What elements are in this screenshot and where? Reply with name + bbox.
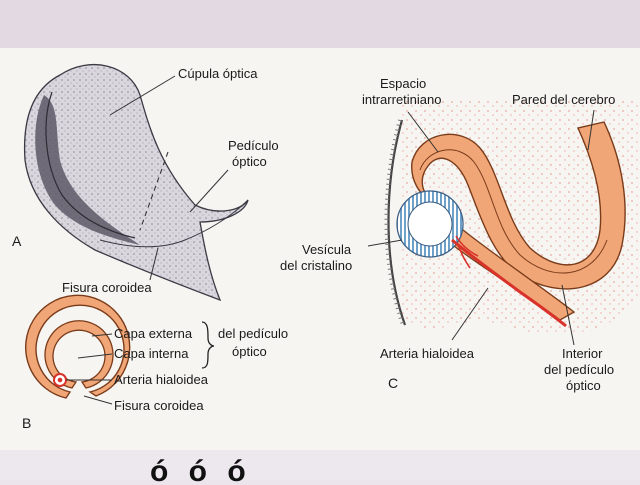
label-vesicula-line2: del cristalino xyxy=(280,258,352,273)
optic-cup-inner-lip xyxy=(45,91,136,239)
label-del-pediculo: del pedículo xyxy=(218,326,288,341)
panel-b: B Capa externa Capa interna del pedículo… xyxy=(22,294,288,431)
optic-cup-3d-shape xyxy=(23,63,249,302)
footer-band xyxy=(0,450,640,480)
lens-vesicle-lumen xyxy=(407,201,453,247)
stalk-lower-layer xyxy=(438,225,576,321)
leader-capa-interna xyxy=(77,353,113,359)
choroid-fissure-groove xyxy=(99,199,249,248)
leader-pared xyxy=(587,109,595,151)
optic-cup-and-stalk xyxy=(411,121,626,290)
brace xyxy=(201,321,215,369)
panel-a: A Cúpula óptica Pedículo óptico Fisura c… xyxy=(12,63,279,302)
label-capa-interna: Capa interna xyxy=(114,346,189,361)
eye-development-diagram: A Cúpula óptica Pedículo óptico Fisura c… xyxy=(12,63,640,431)
intraretinal-space-line xyxy=(419,149,608,274)
panel-b-letter: B xyxy=(22,415,31,431)
panel-a-letter: A xyxy=(12,233,22,249)
header-band xyxy=(0,0,640,48)
leader-fisura xyxy=(149,247,159,281)
label-pared-del-cerebro: Pared del cerebro xyxy=(512,92,615,107)
leader-pediculo xyxy=(189,169,229,213)
leader-arteria-c xyxy=(451,287,489,341)
label-capa-externa: Capa externa xyxy=(114,326,193,341)
optic-cup-rim-shadow xyxy=(35,95,140,245)
panel-c-letter: C xyxy=(388,375,398,391)
label-cupula-optica: Cúpula óptica xyxy=(178,66,258,81)
optic-stalk-cross-section xyxy=(25,294,131,399)
leader-vesicula xyxy=(367,239,403,247)
leader-espacio xyxy=(407,111,439,153)
label-arteria-hialoidea-b: Arteria hialoidea xyxy=(114,372,209,387)
label-pediculo-line2: óptico xyxy=(232,154,267,169)
label-vesicula-line1: Vesícula xyxy=(302,242,352,257)
leader-cupula xyxy=(109,75,176,116)
hyaloid-artery-core xyxy=(57,377,63,383)
label-arteria-hialoidea-c: Arteria hialoidea xyxy=(380,346,475,361)
leader-capa-externa xyxy=(91,333,113,337)
inner-layer-ring xyxy=(44,320,114,389)
label-pediculo-line1: Pedículo xyxy=(228,138,279,153)
label-interior-line1: Interior xyxy=(562,346,603,361)
label-fisura-coroidea-b: Fisura coroidea xyxy=(114,398,204,413)
label-optico-b: óptico xyxy=(232,344,267,359)
section-dashed-line xyxy=(139,151,169,231)
leader-fisura-b xyxy=(83,395,113,405)
surface-ectoderm-line xyxy=(387,119,407,326)
slide-caption-partial: ó ó ó xyxy=(150,455,252,485)
figure-panel: A Cúpula óptica Pedículo óptico Fisura c… xyxy=(0,48,640,450)
panel-c: C Espacio intrarretiniano Pared del cere… xyxy=(280,76,640,393)
label-fisura-coroidea-a: Fisura coroidea xyxy=(62,280,152,295)
label-interior-line3: óptico xyxy=(566,378,601,393)
leader-interior xyxy=(561,284,575,346)
hyaloid-artery-branch xyxy=(455,235,479,269)
label-interior-line2: del pedículo xyxy=(544,362,614,377)
hyaloid-artery-vessel xyxy=(451,238,567,328)
label-espacio-line1: Espacio xyxy=(380,76,426,91)
label-espacio-line2: intrarretiniano xyxy=(362,92,442,107)
